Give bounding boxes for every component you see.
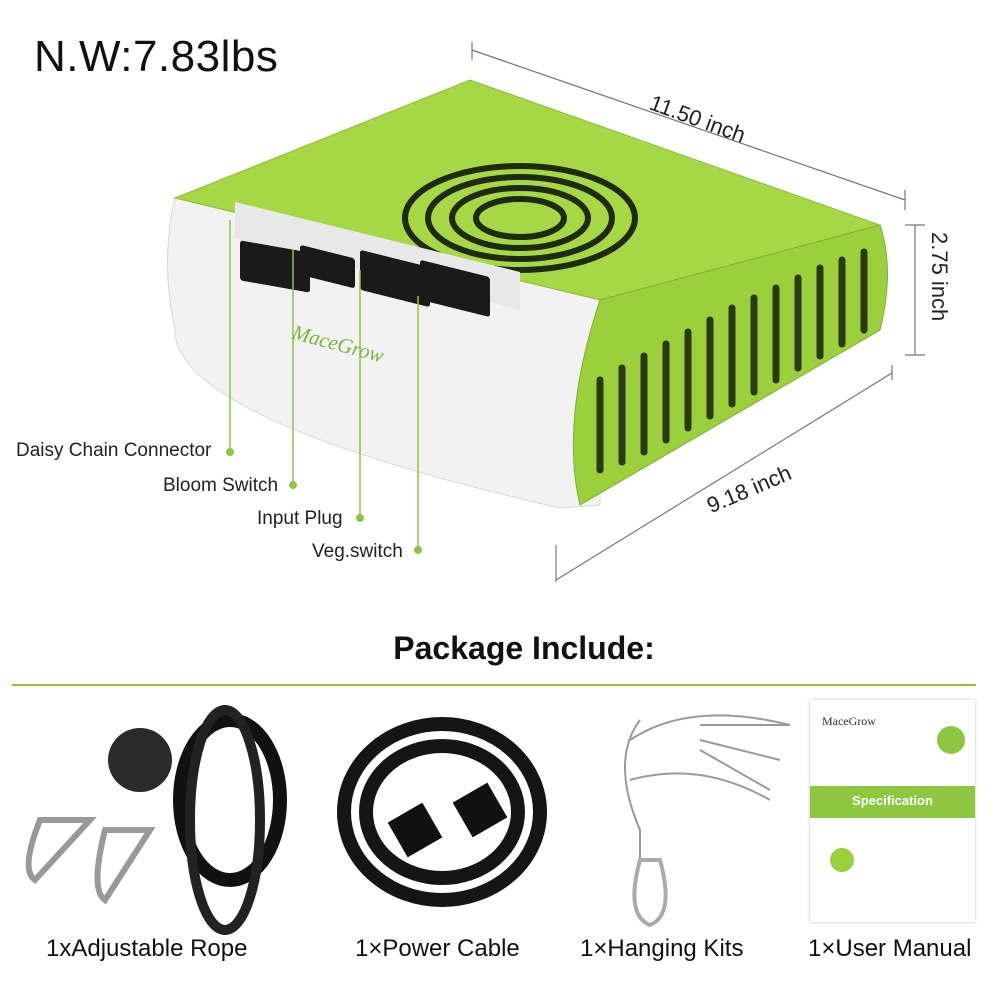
width-dimension-line [555, 372, 893, 581]
net-weight-label: N.W:7.83lbs [34, 32, 279, 81]
callout-dot [356, 514, 364, 522]
power-cable-icon [337, 717, 547, 907]
item-label-user-manual: 1×User Manual [808, 935, 972, 962]
callout-dot [226, 448, 234, 456]
manual-brand: MaceGrow [822, 714, 876, 728]
user-manual-icon: MaceGrow Specification [810, 700, 975, 922]
height-dimension-label: 2.75 inch [927, 232, 952, 322]
callout-daisy-chain-connector: Daisy Chain Connector [16, 440, 212, 461]
callout-dot [414, 546, 422, 554]
callout-bloom-switch: Bloom Switch [163, 475, 279, 496]
item-label-power-cable: 1×Power Cable [355, 935, 520, 962]
sun-icon [830, 848, 854, 872]
manual-band [810, 786, 975, 818]
callout-veg-switch: Veg.switch [312, 541, 403, 562]
veg-switch [420, 260, 490, 317]
hanging-kit-icon [624, 714, 791, 928]
length-dimension-line [471, 49, 906, 201]
fan-grill [402, 163, 638, 273]
manual-heading: Specification [852, 793, 933, 808]
input-plug-socket [360, 250, 430, 307]
callout-input-plug: Input Plug [257, 508, 343, 529]
section-divider [12, 684, 976, 686]
side-vents [596, 248, 868, 474]
manual-badge-icon [937, 726, 965, 754]
item-label-rope: 1xAdjustable Rope [46, 935, 248, 962]
item-label-hanging-kits: 1×Hanging Kits [580, 935, 744, 962]
adjustable-rope-icon [25, 705, 287, 935]
bloom-switch [300, 245, 355, 288]
callout-dot [289, 481, 297, 489]
package-title: Package Include: [393, 630, 655, 666]
